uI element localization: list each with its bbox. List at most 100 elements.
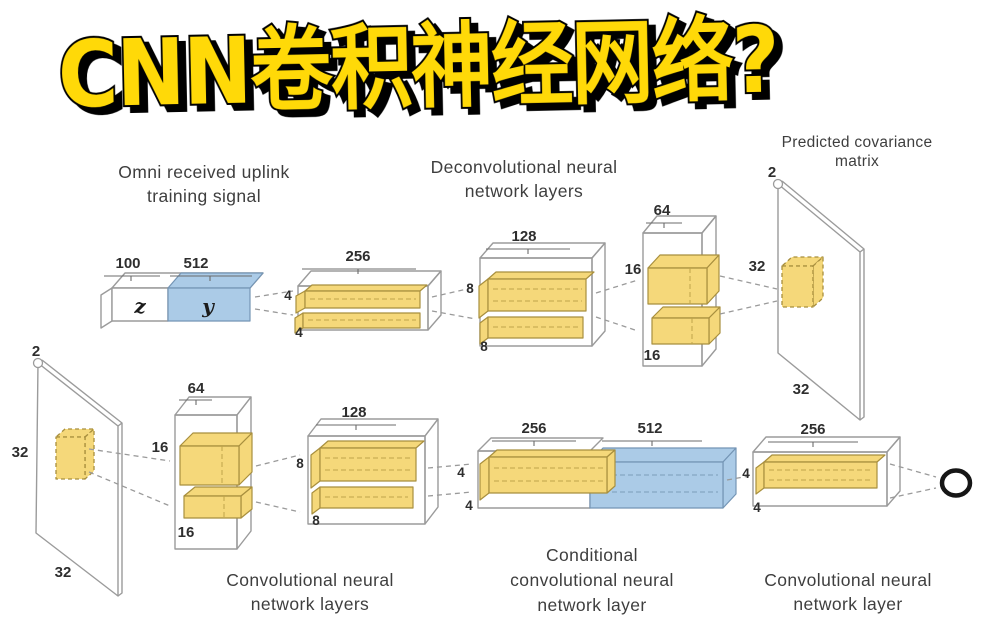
deconv3-box2 xyxy=(651,317,710,345)
input-plane-thickness xyxy=(41,359,123,597)
input-y-width: 512 xyxy=(183,255,208,272)
out-plane-bottom-dim: 32 xyxy=(793,381,810,398)
conv1-width: 64 xyxy=(188,380,205,397)
deconv1-block: 256 4 4 xyxy=(284,248,442,340)
input-patch-top xyxy=(55,428,95,438)
caption-omni-line2: training signal xyxy=(147,186,261,206)
conv3-dim-bracket xyxy=(768,441,858,447)
in-plane-side-dim: 32 xyxy=(12,444,29,461)
conv3-right-face xyxy=(886,436,901,507)
deconv2-h-bottom: 8 xyxy=(480,339,488,354)
connector-conv2-condconv xyxy=(427,463,473,497)
connector-condconv-conv3 xyxy=(726,475,750,481)
condconv-dim-bracket-b xyxy=(602,440,702,446)
caption-predicted-line2: matrix xyxy=(835,153,879,170)
connector-deconv1-deconv2 xyxy=(431,286,477,320)
conv3-front-face xyxy=(752,451,888,507)
deconv3-block: 64 16 16 xyxy=(625,202,721,367)
caption-cond-conv: Conditional convolutional neural network… xyxy=(510,545,674,615)
deconv2-dim-bracket xyxy=(486,248,570,254)
conv2-front-face xyxy=(307,435,426,525)
connector-conv3-output xyxy=(889,463,937,499)
deconv2-width: 128 xyxy=(511,228,536,245)
conv2-top-face xyxy=(307,418,439,437)
conv2-h-top: 8 xyxy=(296,456,304,471)
caption-cond-line1: Conditional xyxy=(546,545,638,565)
deconv3-h-top: 16 xyxy=(625,261,642,278)
condconv-h-bottom: 4 xyxy=(465,498,473,513)
out-plane-depth-dim: 2 xyxy=(768,164,776,181)
input-y-label: y xyxy=(201,294,215,318)
condconv-h-top: 4 xyxy=(457,465,465,480)
deconv2-h-top: 8 xyxy=(466,281,474,296)
conv1-dim-bracket xyxy=(179,399,212,405)
out-plane-side-dim: 32 xyxy=(749,258,766,275)
caption-conv-layer-line1: Convolutional neural xyxy=(764,570,932,590)
conv3-width: 256 xyxy=(800,421,825,438)
in-plane-depth-dim: 2 xyxy=(32,343,40,360)
deconv2-top-face xyxy=(479,242,606,259)
headline-text: CNN卷积神经网络? xyxy=(57,6,779,128)
caption-conv-layer: Convolutional neural network layer xyxy=(764,570,932,614)
input-patch-right xyxy=(84,428,95,480)
caption-conv-layers-line1: Convolutional neural xyxy=(226,570,394,590)
input-y-front xyxy=(167,287,251,322)
caption-omni-line1: Omni received uplink xyxy=(118,162,289,182)
deconv1-right-face xyxy=(427,270,442,331)
conv3-bar-cap xyxy=(755,461,765,495)
deconv1-h-bottom: 4 xyxy=(295,325,303,340)
condconv-bar-end xyxy=(606,449,616,494)
deconv1-dim-bracket xyxy=(302,268,416,274)
deconv2-bar1-cap xyxy=(478,278,489,319)
deconv3-width: 64 xyxy=(654,202,671,219)
connector-conv1-conv2 xyxy=(255,454,301,513)
deconv1-width: 256 xyxy=(345,248,370,265)
input-plane: 2 32 32 xyxy=(12,343,123,597)
conv1-h-top: 16 xyxy=(152,439,169,456)
caption-omni: Omni received uplink training signal xyxy=(118,162,289,206)
deconv1-bar2 xyxy=(302,312,421,329)
caption-cond-line2: convolutional neural xyxy=(510,570,674,590)
input-z-label: z xyxy=(133,294,146,318)
caption-deconv-line2: network layers xyxy=(465,181,583,201)
caption-conv-layer-line2: network layer xyxy=(793,594,902,614)
input-left-cap xyxy=(100,287,113,329)
conv1-h-bottom: 16 xyxy=(178,524,195,541)
deconv3-box1 xyxy=(647,267,708,305)
input-y-dim-bracket xyxy=(170,275,252,281)
conv3-block: 256 4 4 xyxy=(742,421,901,515)
connector-inplane-conv1 xyxy=(88,448,171,507)
deconv3-h-bottom: 16 xyxy=(644,347,661,364)
input-y-top-face xyxy=(167,272,264,289)
input-patch xyxy=(55,436,86,480)
input-z-dim-bracket xyxy=(104,275,160,281)
headline: CNN卷积神经网络? xyxy=(55,4,781,130)
caption-predicted: Predicted covariance matrix xyxy=(782,134,932,170)
caption-conv-layers: Convolutional neural network layers xyxy=(226,570,394,614)
output-plane-vertex-knot xyxy=(772,178,784,190)
deconv2-bar1-texture xyxy=(493,288,582,302)
deconv2-bar1 xyxy=(487,278,587,312)
input-z-width: 100 xyxy=(115,255,140,272)
deconv3-box2-top xyxy=(651,306,721,319)
condconv-bar-cap xyxy=(479,456,490,501)
conv1-box1 xyxy=(179,445,240,486)
condconv-width-a: 256 xyxy=(521,420,546,437)
conv1-block: 64 16 16 xyxy=(152,380,253,550)
deconv1-bar1-top xyxy=(304,284,428,292)
conv2-bar1-cap xyxy=(310,447,321,489)
condconv-white-top-face xyxy=(477,437,604,452)
condconv-dim-bracket-a xyxy=(492,440,576,446)
conv2-bar2-cap xyxy=(311,486,321,515)
deconv2-block: 128 8 8 xyxy=(466,228,606,354)
deconv1-h-top: 4 xyxy=(284,288,292,303)
conv2-width: 128 xyxy=(341,404,366,421)
caption-conv-layers-line2: network layers xyxy=(251,594,369,614)
caption-cond-line3: network layer xyxy=(537,595,646,615)
connector-deconv2-deconv3 xyxy=(595,279,639,332)
in-plane-bottom-dim: 32 xyxy=(55,564,72,581)
caption-deconv-line1: Deconvolutional neural xyxy=(431,157,618,177)
output-patch xyxy=(781,265,814,308)
